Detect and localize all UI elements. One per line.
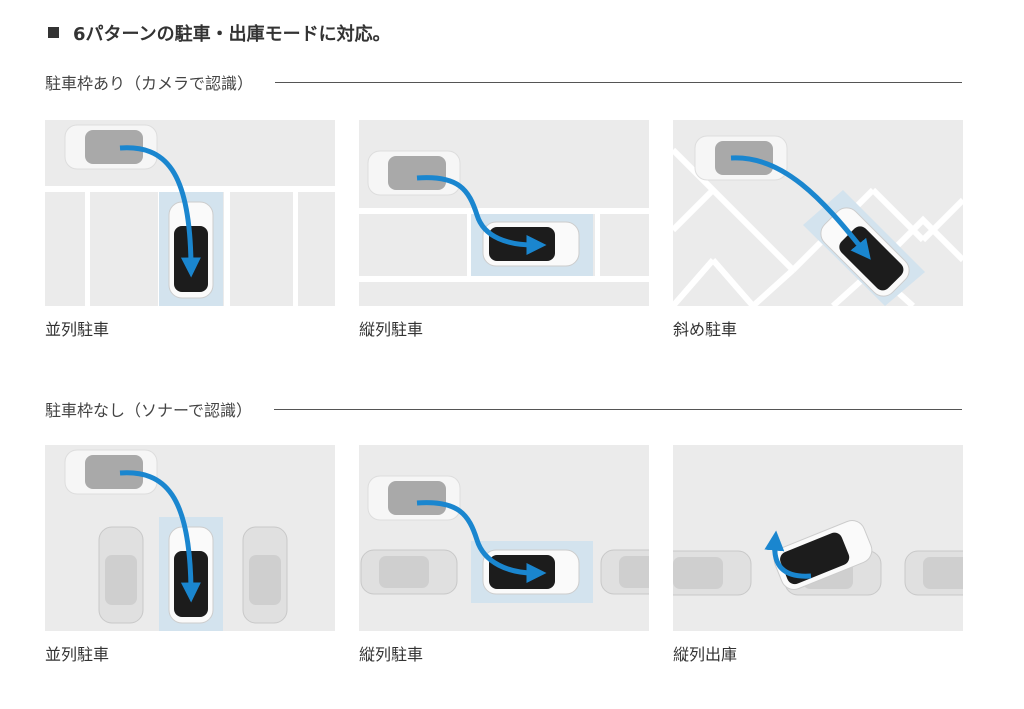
caption: 縦列駐車 bbox=[359, 320, 424, 339]
diagram-parallel-exit bbox=[673, 445, 963, 631]
diagram-angled-lines bbox=[673, 120, 963, 306]
caption: 並列駐車 bbox=[45, 320, 110, 339]
divider bbox=[275, 81, 962, 83]
section-heading-without-lines: 駐車枠なし（ソナーで認識） bbox=[45, 397, 962, 421]
title-text: 6パターンの駐車・出庫モードに対応。 bbox=[73, 24, 391, 45]
section-heading-text: 駐車枠なし（ソナーで認識） bbox=[45, 401, 253, 420]
section-heading-text: 駐車枠あり（カメラで認識） bbox=[45, 74, 254, 93]
square-bullet-icon bbox=[48, 27, 59, 38]
diagram-perpendicular-lines bbox=[45, 120, 335, 306]
diagram-perpendicular-sonar bbox=[45, 445, 335, 631]
page-title: 6パターンの駐車・出庫モードに対応。 bbox=[48, 20, 391, 46]
caption: 並列駐車 bbox=[45, 645, 110, 664]
section-heading-with-lines: 駐車枠あり（カメラで認識） bbox=[45, 70, 962, 94]
diagram-parallel-lines bbox=[359, 120, 649, 306]
caption: 縦列駐車 bbox=[359, 645, 424, 664]
caption: 縦列出庫 bbox=[673, 645, 738, 664]
diagram-parallel-sonar bbox=[359, 445, 649, 631]
caption: 斜め駐車 bbox=[673, 320, 738, 339]
divider bbox=[274, 408, 962, 410]
